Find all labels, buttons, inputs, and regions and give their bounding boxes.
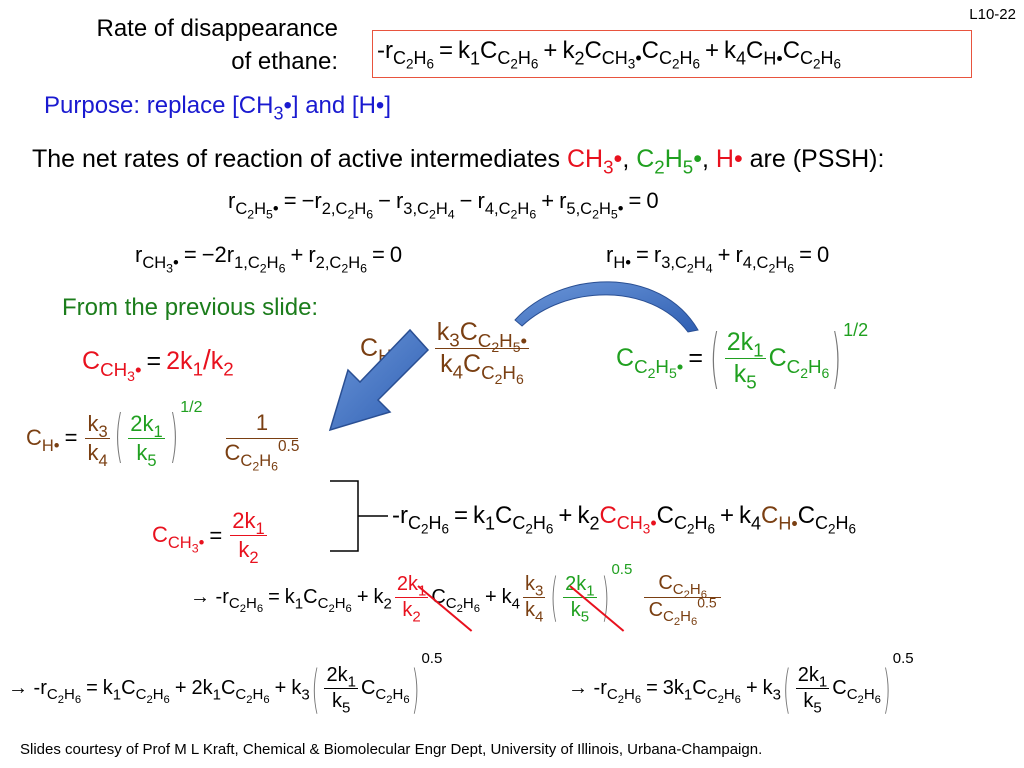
rate-equation-box: -rC2H6=k1CC2H6+k2CCH3•CC2H6+k4CH•CC2H6	[372, 30, 972, 78]
intermediates-intro: The net rates of reaction of active inte…	[32, 145, 885, 178]
restated-rate-equation: -rC2H6=k1CC2H6+k2CCH3•CC2H6+k4CH•CC2H6	[392, 502, 857, 538]
result-h-concentration: CH•= k3CC2H5•k4CC2H6	[360, 318, 530, 387]
result-ch3-concentration: CCH3•=2k1/k2	[82, 344, 234, 384]
page-title: Rate of disappearance of ethane:	[54, 12, 339, 78]
previous-slide-label: From the previous slide:	[62, 294, 319, 321]
exp-num: 1	[843, 320, 854, 340]
pssh-ch3-equation: rCH3•=−2r1,C2H6+r2,C2H6=0	[135, 242, 403, 276]
pssh-h-equation: rH•=r3,C2H4+r4,C2H6=0	[606, 242, 830, 276]
purpose-text: Purpose: replace [CH3•] and [H•]	[44, 92, 391, 124]
h-radical: H•	[715, 145, 743, 173]
bracket-connector	[330, 480, 388, 552]
curved-arrow-icon	[328, 281, 699, 432]
intro-prefix: The net rates of reaction of active inte…	[32, 145, 567, 173]
c2h5-radical: C2H5•	[636, 145, 702, 178]
exp-den: 2	[858, 320, 869, 340]
footer-credit: Slides courtesy of Prof M L Kraft, Chemi…	[20, 741, 763, 758]
ch3-radical: CH3•	[567, 145, 623, 178]
title-line-1: Rate of disappearance	[96, 15, 339, 42]
slide-number: L10-22	[969, 6, 1016, 23]
pssh-c2h5-equation: rC2H5•=−r2,C2H6−r3,C2H4−r4,C2H6+r5,C2H5•…	[228, 188, 659, 222]
intro-suffix: are (PSSH):	[742, 145, 885, 173]
title-line-2: of ethane:	[231, 48, 338, 75]
